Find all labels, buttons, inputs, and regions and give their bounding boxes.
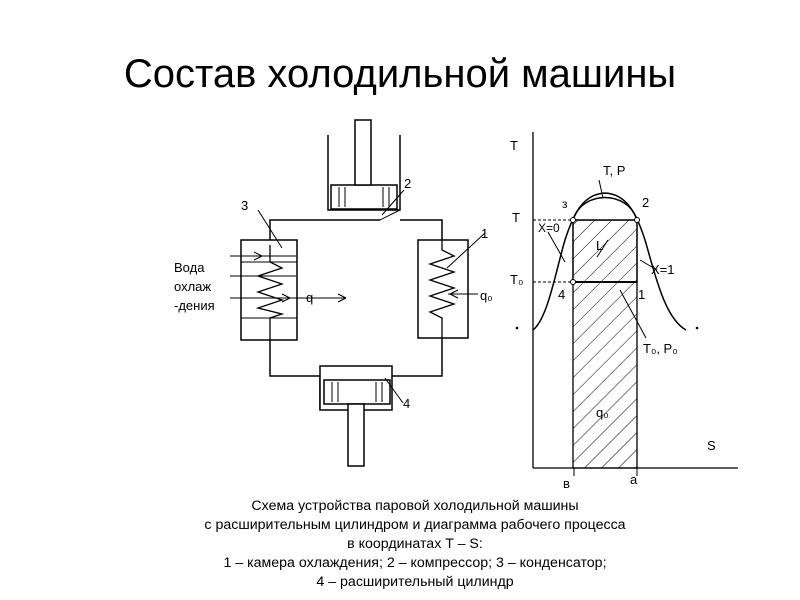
cycle-cap	[572, 196, 638, 221]
tick-t0-label: T₀	[510, 272, 523, 287]
compressor-label: 2	[404, 176, 411, 191]
expander	[319, 365, 404, 467]
tick-t-label: T	[512, 210, 520, 225]
t0p0-annotation: T₀, P₀	[643, 341, 678, 356]
x0-annotation: X=0	[538, 221, 560, 235]
x1-annotation: X=1	[651, 262, 675, 277]
evaporator	[417, 232, 486, 339]
ts-diagram	[515, 132, 738, 476]
point-4-label: 4	[558, 287, 565, 302]
heat-q-label: q	[306, 290, 313, 305]
condenser-label: 3	[241, 198, 248, 213]
water-label-line-1: Вода	[174, 260, 205, 275]
caption-line-2: с расширительным цилиндром и диаграмма р…	[204, 517, 626, 533]
s-axis-label: S	[707, 438, 716, 453]
water-label-line-2: охлаж	[174, 279, 211, 294]
machine-schematic	[230, 119, 486, 467]
l-annotation: L	[596, 238, 603, 253]
evaporator-label: 1	[481, 226, 488, 241]
q0-annotation: q₀	[596, 405, 609, 420]
expander-label: 4	[403, 396, 410, 411]
point-1-label: 1	[638, 287, 645, 302]
hatched-area	[572, 219, 638, 469]
condenser	[230, 209, 347, 341]
slide-title: Состав холодильной машины	[123, 52, 677, 96]
point-a-label: а	[630, 472, 638, 487]
caption-line-3: в координатах T – S:	[347, 536, 483, 552]
point-3-label: з	[562, 197, 568, 211]
caption-line-1: Схема устройства паровой холодильной маш…	[251, 498, 579, 514]
saturation-curve	[532, 192, 687, 331]
t-axis-label: T	[510, 138, 518, 153]
heat-q0-label: q₀	[480, 288, 493, 303]
pipe-loop	[269, 219, 443, 377]
figure-caption: Схема устройства паровой холодильной маш…	[150, 497, 680, 592]
compressor	[327, 119, 405, 221]
point-2-label: 2	[642, 195, 649, 210]
tp-annotation: T, P	[603, 163, 625, 178]
point-b-label: в	[563, 476, 570, 491]
caption-line-5: 4 – расширительный цилиндр	[316, 574, 514, 590]
caption-line-4: 1 – камера охлаждения; 2 – компрессор; 3…	[223, 555, 607, 571]
water-label-line-3: -дения	[174, 298, 215, 313]
